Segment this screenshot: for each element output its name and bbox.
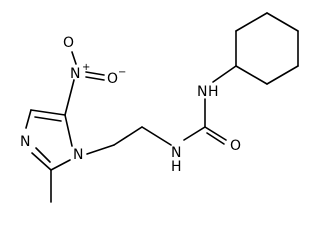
structure-canvas: N H O N H N N N + O O −	[20, 12, 299, 203]
carbonyl-double-bond	[204, 126, 227, 145]
bond-nitro-o-right	[85, 71, 105, 81]
urea-nh-upper-n: N	[197, 84, 207, 100]
cyclohexyl-ring	[235, 12, 299, 85]
nitro-nitrogen: N	[70, 66, 80, 82]
imidazole-ring	[25, 109, 73, 171]
bond-carbonyl-nh-lower	[183, 126, 206, 141]
bond-nitro-o-top	[71, 51, 77, 65]
urea-nh-lower-h: H	[171, 159, 182, 175]
nitro-n-charge: +	[82, 62, 90, 73]
urea-nh-upper-h: H	[208, 84, 219, 100]
nitro-oxygen-top: O	[63, 35, 74, 51]
bond-ethyl-1	[141, 126, 172, 146]
molecule-diagram: N H O N H N N N + O O −	[20, 12, 299, 203]
nitro-oxygen-right: O	[107, 71, 118, 87]
imidazole-n1: N	[73, 147, 83, 163]
bond-ethyl-2	[113, 126, 143, 146]
nitro-o-charge: −	[118, 67, 126, 78]
bond-ring-nitro	[64, 79, 75, 116]
urea-nh-lower-n: N	[171, 145, 181, 161]
bond-cyclohexyl-nh	[212, 65, 237, 83]
imidazole-n3: N	[20, 134, 30, 150]
bond-ethyl-ring	[86, 144, 115, 155]
carbonyl-oxygen: O	[230, 138, 241, 154]
